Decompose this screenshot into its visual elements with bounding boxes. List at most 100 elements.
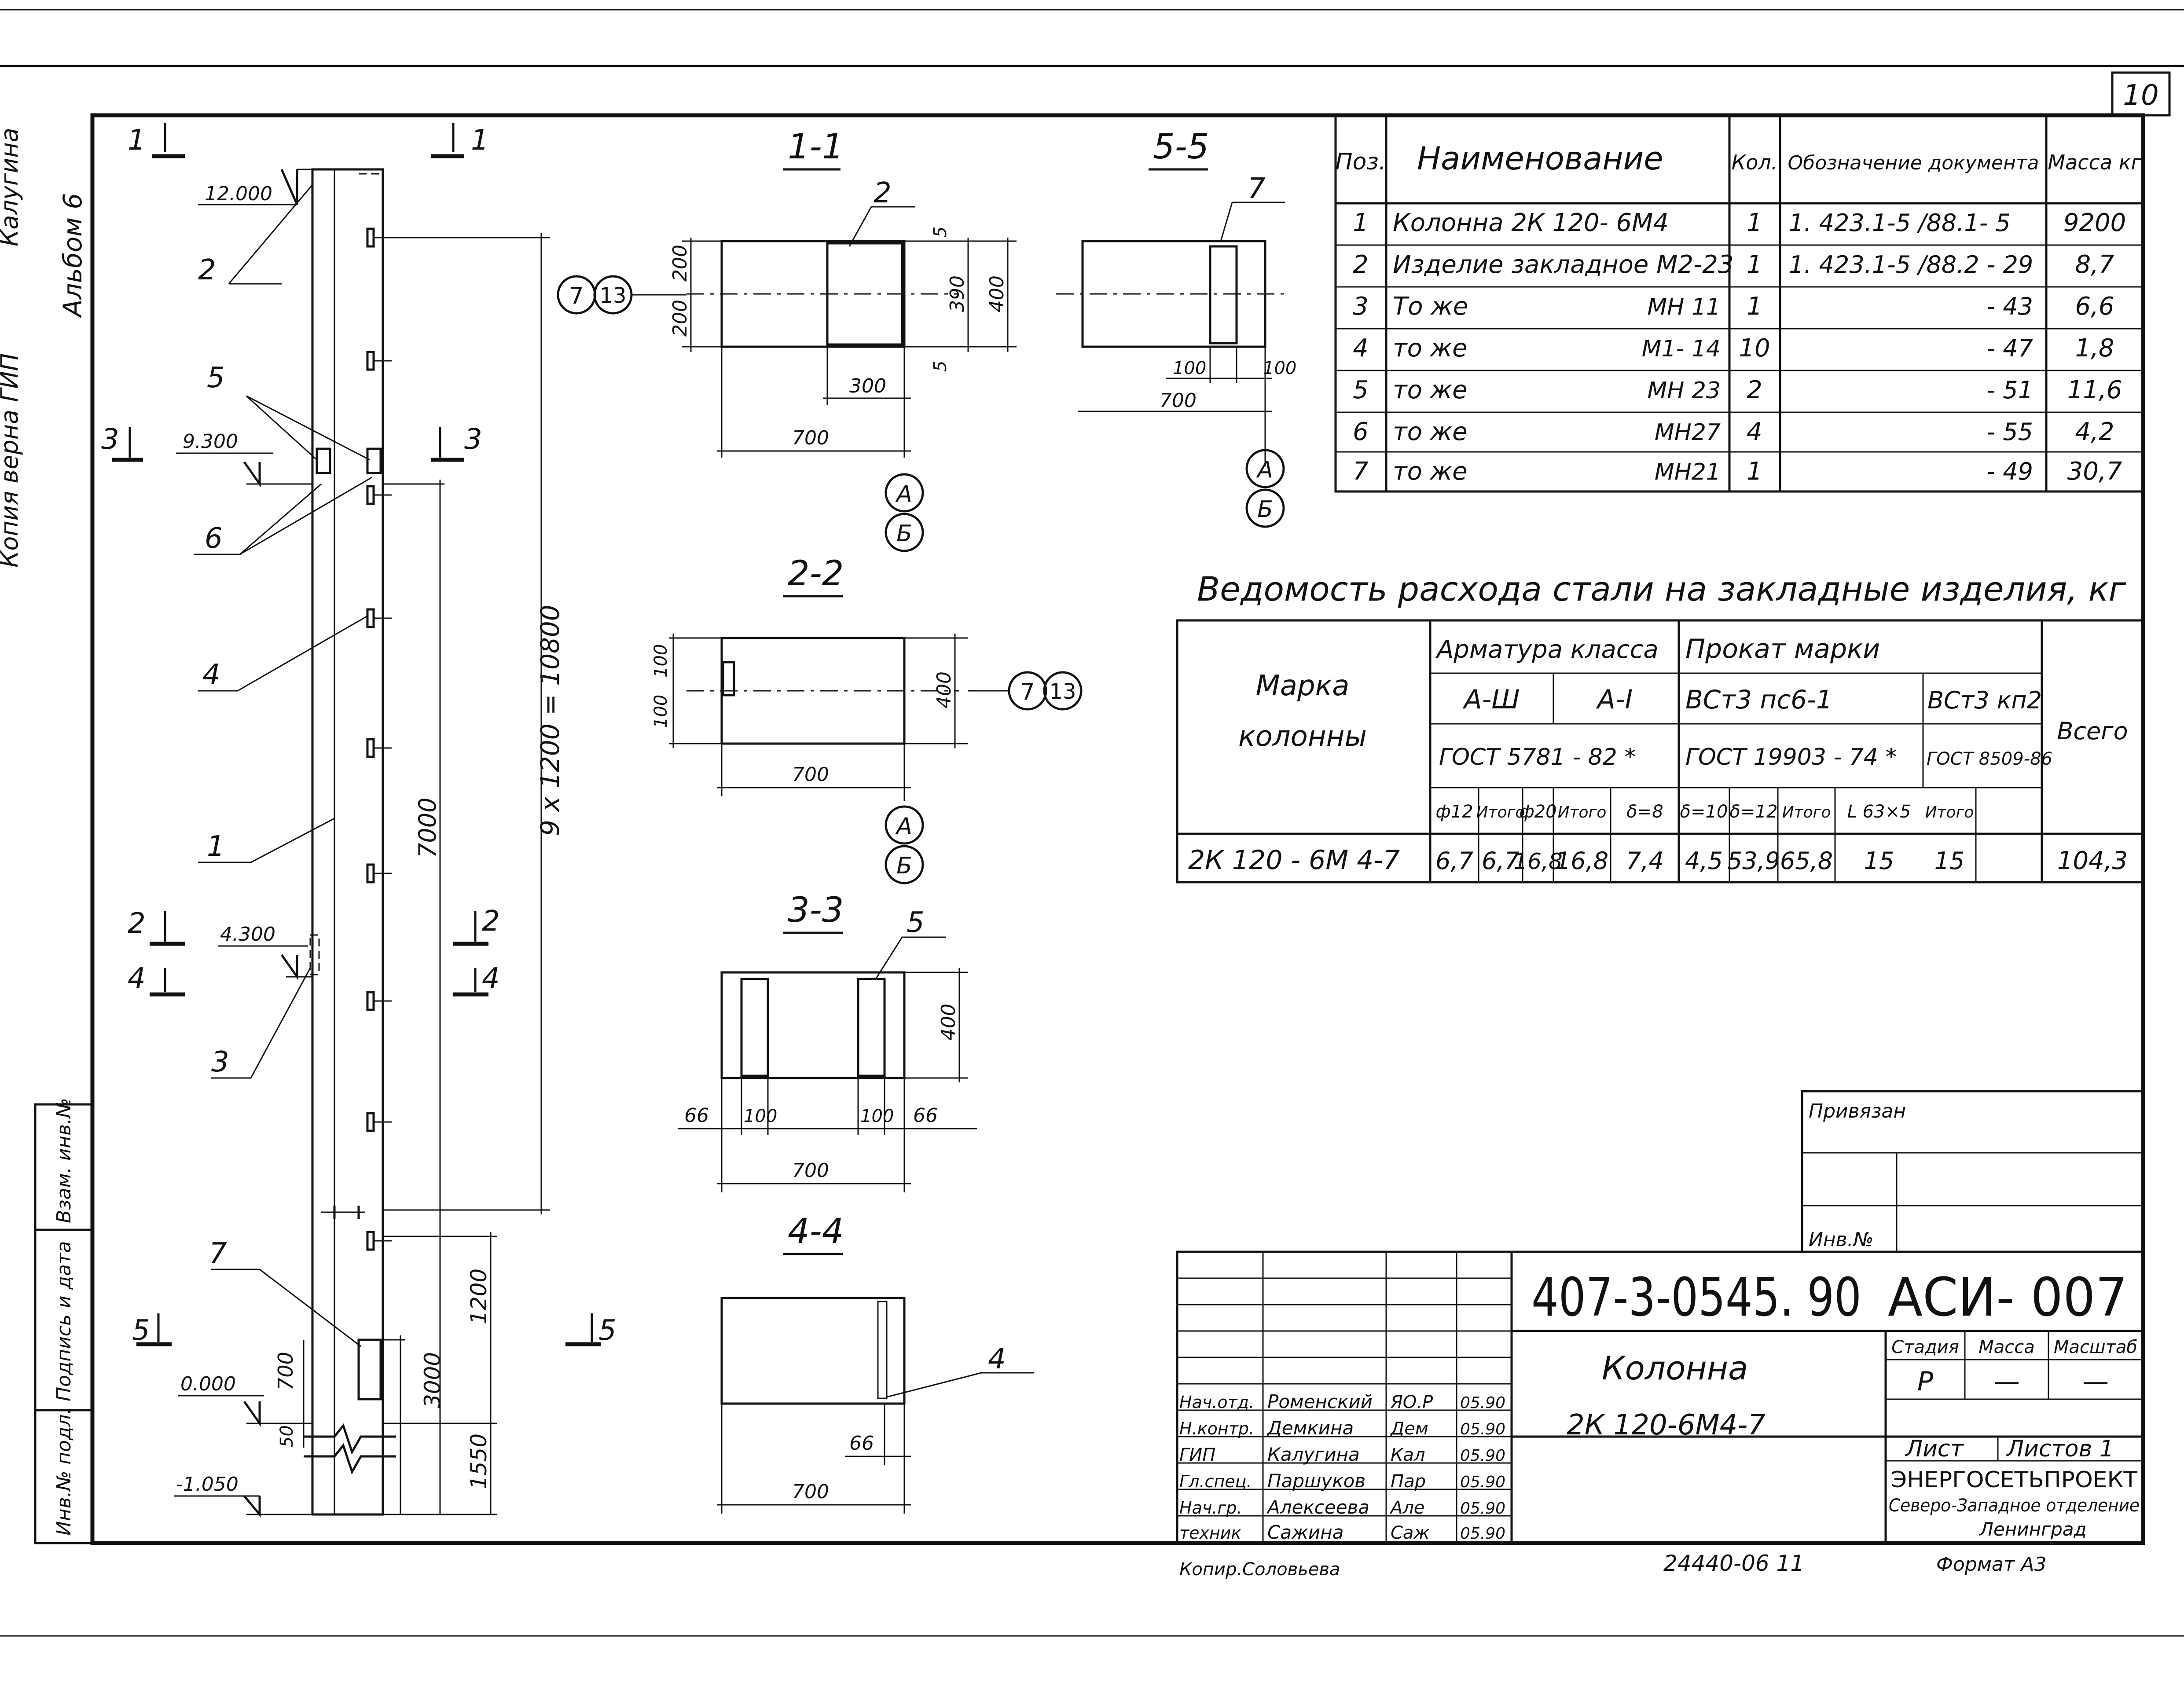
section-2-2: 2-2 100 100 400 700 7 13 А Б xyxy=(651,554,1083,884)
elev-triangle xyxy=(243,461,261,488)
spec-cell-doc: - 51 xyxy=(1987,376,2033,404)
dim-1550: 1550 xyxy=(466,1434,492,1489)
spec-cell-pos: 1 xyxy=(1353,209,1369,237)
note-inventory: 24440-06 11 xyxy=(1663,1551,1804,1576)
s11-axA: А xyxy=(895,481,912,507)
s33-d100b: 100 xyxy=(860,1106,894,1126)
spec-row: 4 то же М1- 14 10 - 47 1,8 xyxy=(1353,334,2114,363)
spec-cell-mark: МН 11 xyxy=(1647,294,1721,320)
section-markers: 1 1 3 3 2 2 4 4 5 xyxy=(101,123,617,1347)
callout-leader xyxy=(886,1372,982,1398)
section-3-3-title: 3-3 xyxy=(788,891,844,930)
column-body xyxy=(311,168,384,1516)
signer-role: Гл.спец. xyxy=(1179,1472,1252,1491)
steel-cell: 6,7 xyxy=(1482,847,1520,875)
signer-role: Н.контр. xyxy=(1179,1419,1254,1438)
tb-mass: — xyxy=(1993,1366,2020,1397)
signer-name: Роменский xyxy=(1267,1391,1373,1412)
callout-leader xyxy=(228,184,313,284)
signer-name: Паршуков xyxy=(1267,1470,1365,1492)
callout-7: 7 xyxy=(209,1237,227,1270)
spec-cell-qty: 1 xyxy=(1747,292,1762,321)
s11-d300: 300 xyxy=(849,375,886,397)
spec-cell-mass: 30,7 xyxy=(2067,457,2122,486)
section-4-4-title: 4-4 xyxy=(788,1212,844,1251)
spec-cell-mass: 8,7 xyxy=(2075,250,2114,279)
spec-cell-mark: МН21 xyxy=(1655,459,1721,485)
signer-role: Нач.отд. xyxy=(1179,1393,1254,1412)
spec-cell-name: то же xyxy=(1393,334,1468,363)
steel-row-total: 104,3 xyxy=(2057,847,2128,875)
s22-d100a: 100 xyxy=(651,644,671,678)
embed-mark xyxy=(357,1338,382,1401)
elev-4300: 4.300 xyxy=(220,923,275,946)
s55-callout-7: 7 xyxy=(1248,172,1266,205)
spec-hdr-name: Наименование xyxy=(1417,140,1663,177)
title-block-frame xyxy=(1176,1250,2144,1544)
embed-mark xyxy=(366,1231,375,1251)
spec-cell-qty: 1 xyxy=(1747,209,1762,237)
spec-cell-pos: 6 xyxy=(1353,418,1369,446)
spec-cell-doc: 1. 423.1-5 /88.1- 5 xyxy=(1789,209,2011,237)
section-5-5-embed xyxy=(1209,245,1238,345)
s11-d700: 700 xyxy=(792,427,829,449)
signer-sign: Дем xyxy=(1390,1419,1428,1439)
privyazan-inv: Инв.№ xyxy=(1809,1228,1873,1251)
steel-table-frame xyxy=(1176,619,2144,884)
signer-date: 05.90 xyxy=(1460,1500,1505,1518)
elevation-marks: 12.000 9.300 4.300 0.000 -1.050 xyxy=(174,169,312,1518)
tb-scale-hdr: Масштаб xyxy=(2054,1337,2137,1357)
signer-sign: Але xyxy=(1389,1498,1425,1518)
s55-d700: 700 xyxy=(1160,389,1197,412)
spec-cell-pos: 4 xyxy=(1353,334,1369,363)
column-elevation: 12.000 9.300 4.300 0.000 -1.050 1 xyxy=(101,123,617,1518)
steel-cell: 16,8 xyxy=(1513,849,1562,874)
elev-neg1050: -1.050 xyxy=(176,1473,239,1496)
steel-cell: 4,5 xyxy=(1685,847,1723,875)
signer-name: Алексеева xyxy=(1266,1496,1369,1518)
section-1-1: 1-1 400 390 5 5 200 200 300 700 2 7 13 xyxy=(557,127,1017,552)
s22-m7: 7 xyxy=(1020,679,1035,705)
signer-name: Сажина xyxy=(1267,1522,1343,1543)
spec-row: 6 то же МН27 4 - 55 4,2 xyxy=(1353,418,2114,446)
spec-cell-doc: - 49 xyxy=(1987,458,2033,485)
break-line xyxy=(304,1423,396,1455)
section-4-4-body xyxy=(720,1297,906,1405)
s11-m7: 7 xyxy=(569,283,584,309)
elevation-dims: 9 x 1200 = 10800 7000 1200 1550 3000 700… xyxy=(274,233,565,1515)
elev-triangle xyxy=(280,169,298,205)
s22-d100b: 100 xyxy=(651,695,671,728)
spec-cell-doc: - 43 xyxy=(1987,293,2033,320)
callout-leader xyxy=(250,818,335,863)
s11-d390: 390 xyxy=(946,275,969,312)
steel-row-mark: 2К 120 - 6М 4-7 xyxy=(1188,845,1400,876)
signer-sign: ЯО.Р xyxy=(1390,1392,1433,1412)
section-2-2-embed xyxy=(722,661,735,697)
signer-row: Гл.спец. Паршуков Пар 05.90 xyxy=(1179,1470,1505,1492)
side-stamp-vzam: Взам. инв.№ xyxy=(53,1098,75,1223)
s11-callout-2: 2 xyxy=(874,177,892,209)
callout-leader xyxy=(237,615,368,692)
tb-stage: Р xyxy=(1917,1366,1934,1397)
spec-cell-mass: 11,6 xyxy=(2067,376,2122,404)
margin-note-album: Альбом 6 xyxy=(58,193,88,319)
spec-cell-mark: МН 23 xyxy=(1647,378,1721,404)
axis-circle xyxy=(885,805,924,845)
break-line xyxy=(304,1443,396,1475)
tb-org-l2: Северо-Западное отделение xyxy=(1889,1496,2140,1516)
spec-cell-name: то же xyxy=(1393,457,1468,486)
section-5-5-title: 5-5 xyxy=(1153,127,1209,167)
steel-sub-hdr: ф12 xyxy=(1435,802,1473,822)
s11-d400: 400 xyxy=(986,275,1008,312)
signer-date: 05.90 xyxy=(1460,1420,1505,1438)
s22-axA: А xyxy=(895,813,912,840)
spec-row: 7 то же МН21 1 - 49 30,7 xyxy=(1353,457,2122,486)
signer-date: 05.90 xyxy=(1460,1394,1505,1412)
spec-cell-pos: 3 xyxy=(1353,292,1369,321)
steel-hdr-armatura: Арматура класса xyxy=(1435,635,1659,664)
side-stamp: Взам. инв.№ Подпись и дата Инв.№ подл. xyxy=(34,1098,94,1544)
section-5-5: 5-5 100 100 700 7 А Б xyxy=(1056,127,1296,528)
s44-d700: 700 xyxy=(792,1481,829,1503)
s22-m13: 13 xyxy=(1049,679,1076,704)
spec-cell-pos: 5 xyxy=(1353,376,1369,404)
